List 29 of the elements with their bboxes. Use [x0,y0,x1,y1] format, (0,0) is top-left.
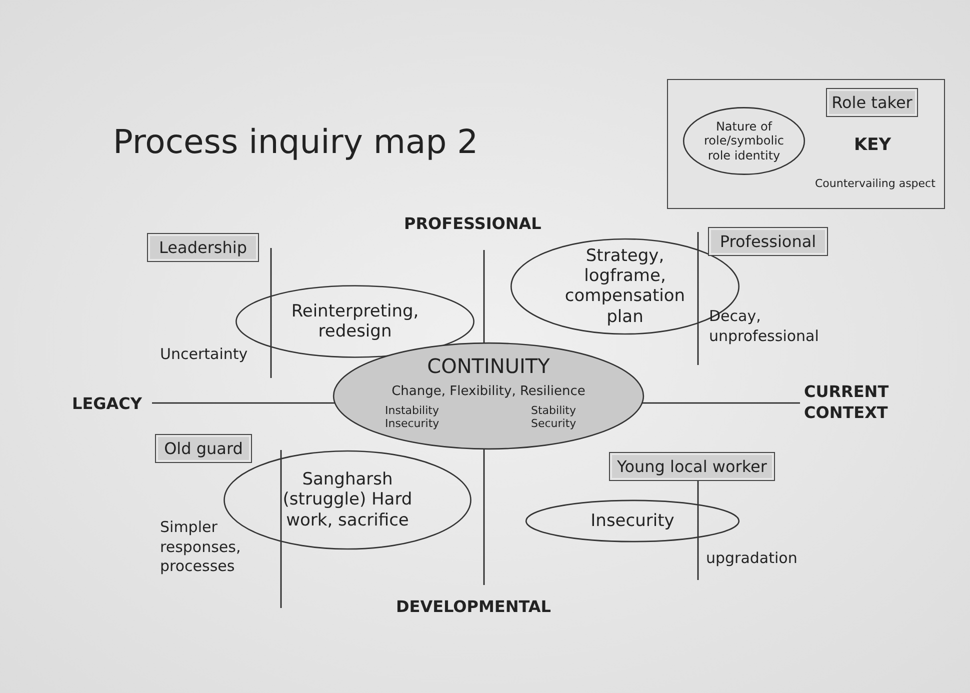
ellipse-text: Nature of role/symbolic role identity [702,119,786,163]
diagram-title: Process inquiry map 2 [113,122,478,161]
countervailing-label: Simpler responses, processes [160,518,242,576]
role-ellipse [525,500,740,542]
role-box: Young local worker [609,452,775,481]
role-box: Leadership [147,233,259,262]
axis-label: PROFESSIONAL [404,214,542,235]
axis-label: DEVELOPMENTAL [396,597,551,618]
axis-label: LEGACY [72,394,142,415]
countervailing-label: Decay, unprofessional [709,307,820,346]
countervailing-label: upgradation [706,549,798,568]
role-ellipse [683,107,805,175]
axis-label: CURRENT CONTEXT [804,382,890,424]
role-box: Role taker [826,88,918,117]
role-box: Old guard [155,434,252,463]
countervailing-label: Uncertainty [160,345,249,364]
key-heading: KEY [854,135,892,156]
key-panel [667,79,945,209]
continuity-note: Instability Insecurity [385,404,440,430]
continuity-note: Stability Security [531,404,578,430]
continuity-subtitle: Change, Flexibility, Resilience [390,384,586,400]
ellipse-text: Reinterpreting, redesign [290,301,420,342]
ellipse-text: Sangharsh (struggle) Hard work, sacrifice [282,469,414,531]
continuity-ellipse [332,342,645,450]
ellipse-text: Insecurity [590,510,676,532]
continuity-heading: CONTINUITY [426,354,551,378]
role-box: Professional [708,227,828,256]
countervailing-label: Countervailing aspect [815,177,936,192]
ellipse-text: Strategy, logframe, compensation plan [564,246,686,328]
